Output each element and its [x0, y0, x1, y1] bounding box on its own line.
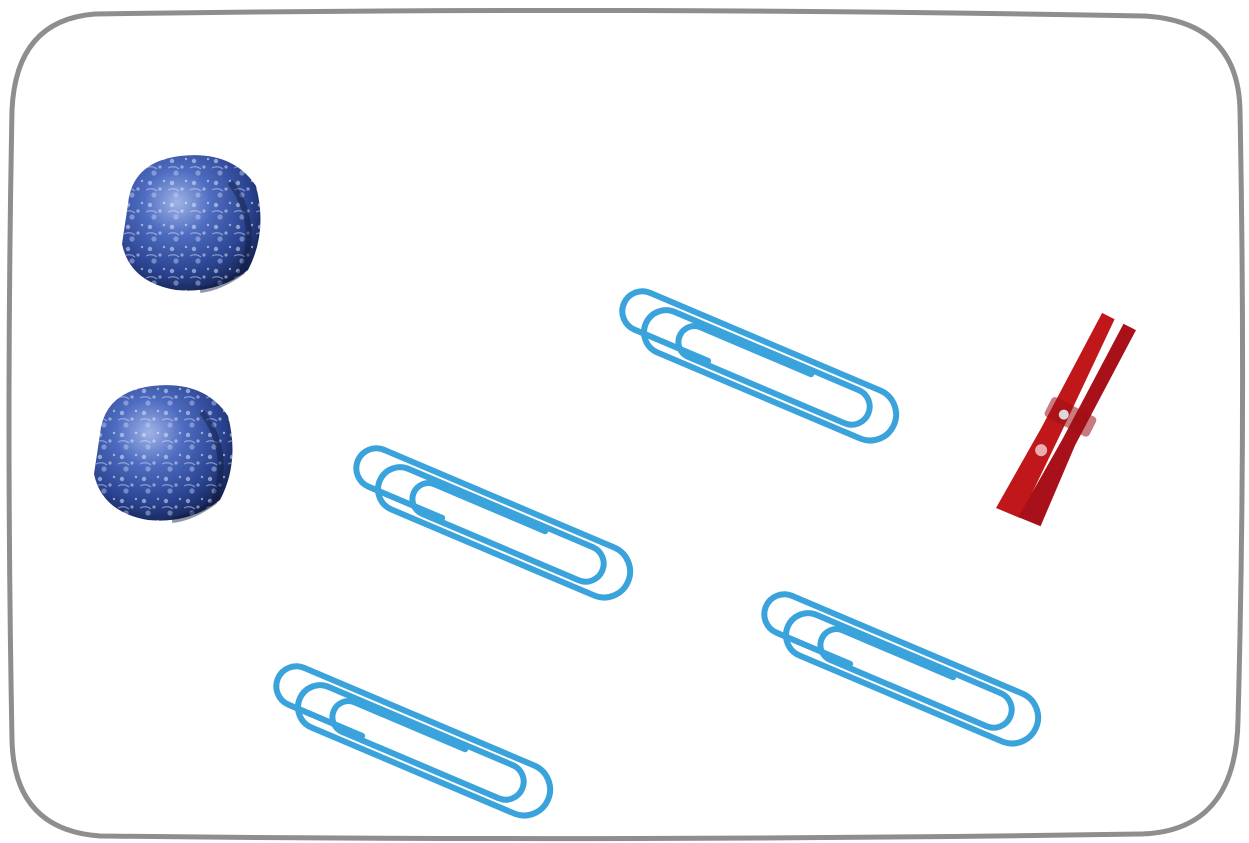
- clothespin-icon: [996, 310, 1141, 531]
- paper-clip-icon: [345, 442, 638, 606]
- paper-clip-icon: [265, 660, 558, 824]
- paper-clip-icon: [611, 285, 904, 449]
- rock-icon: [94, 385, 233, 520]
- paper-clip-icon: [753, 588, 1046, 752]
- rock-icon: [122, 155, 261, 290]
